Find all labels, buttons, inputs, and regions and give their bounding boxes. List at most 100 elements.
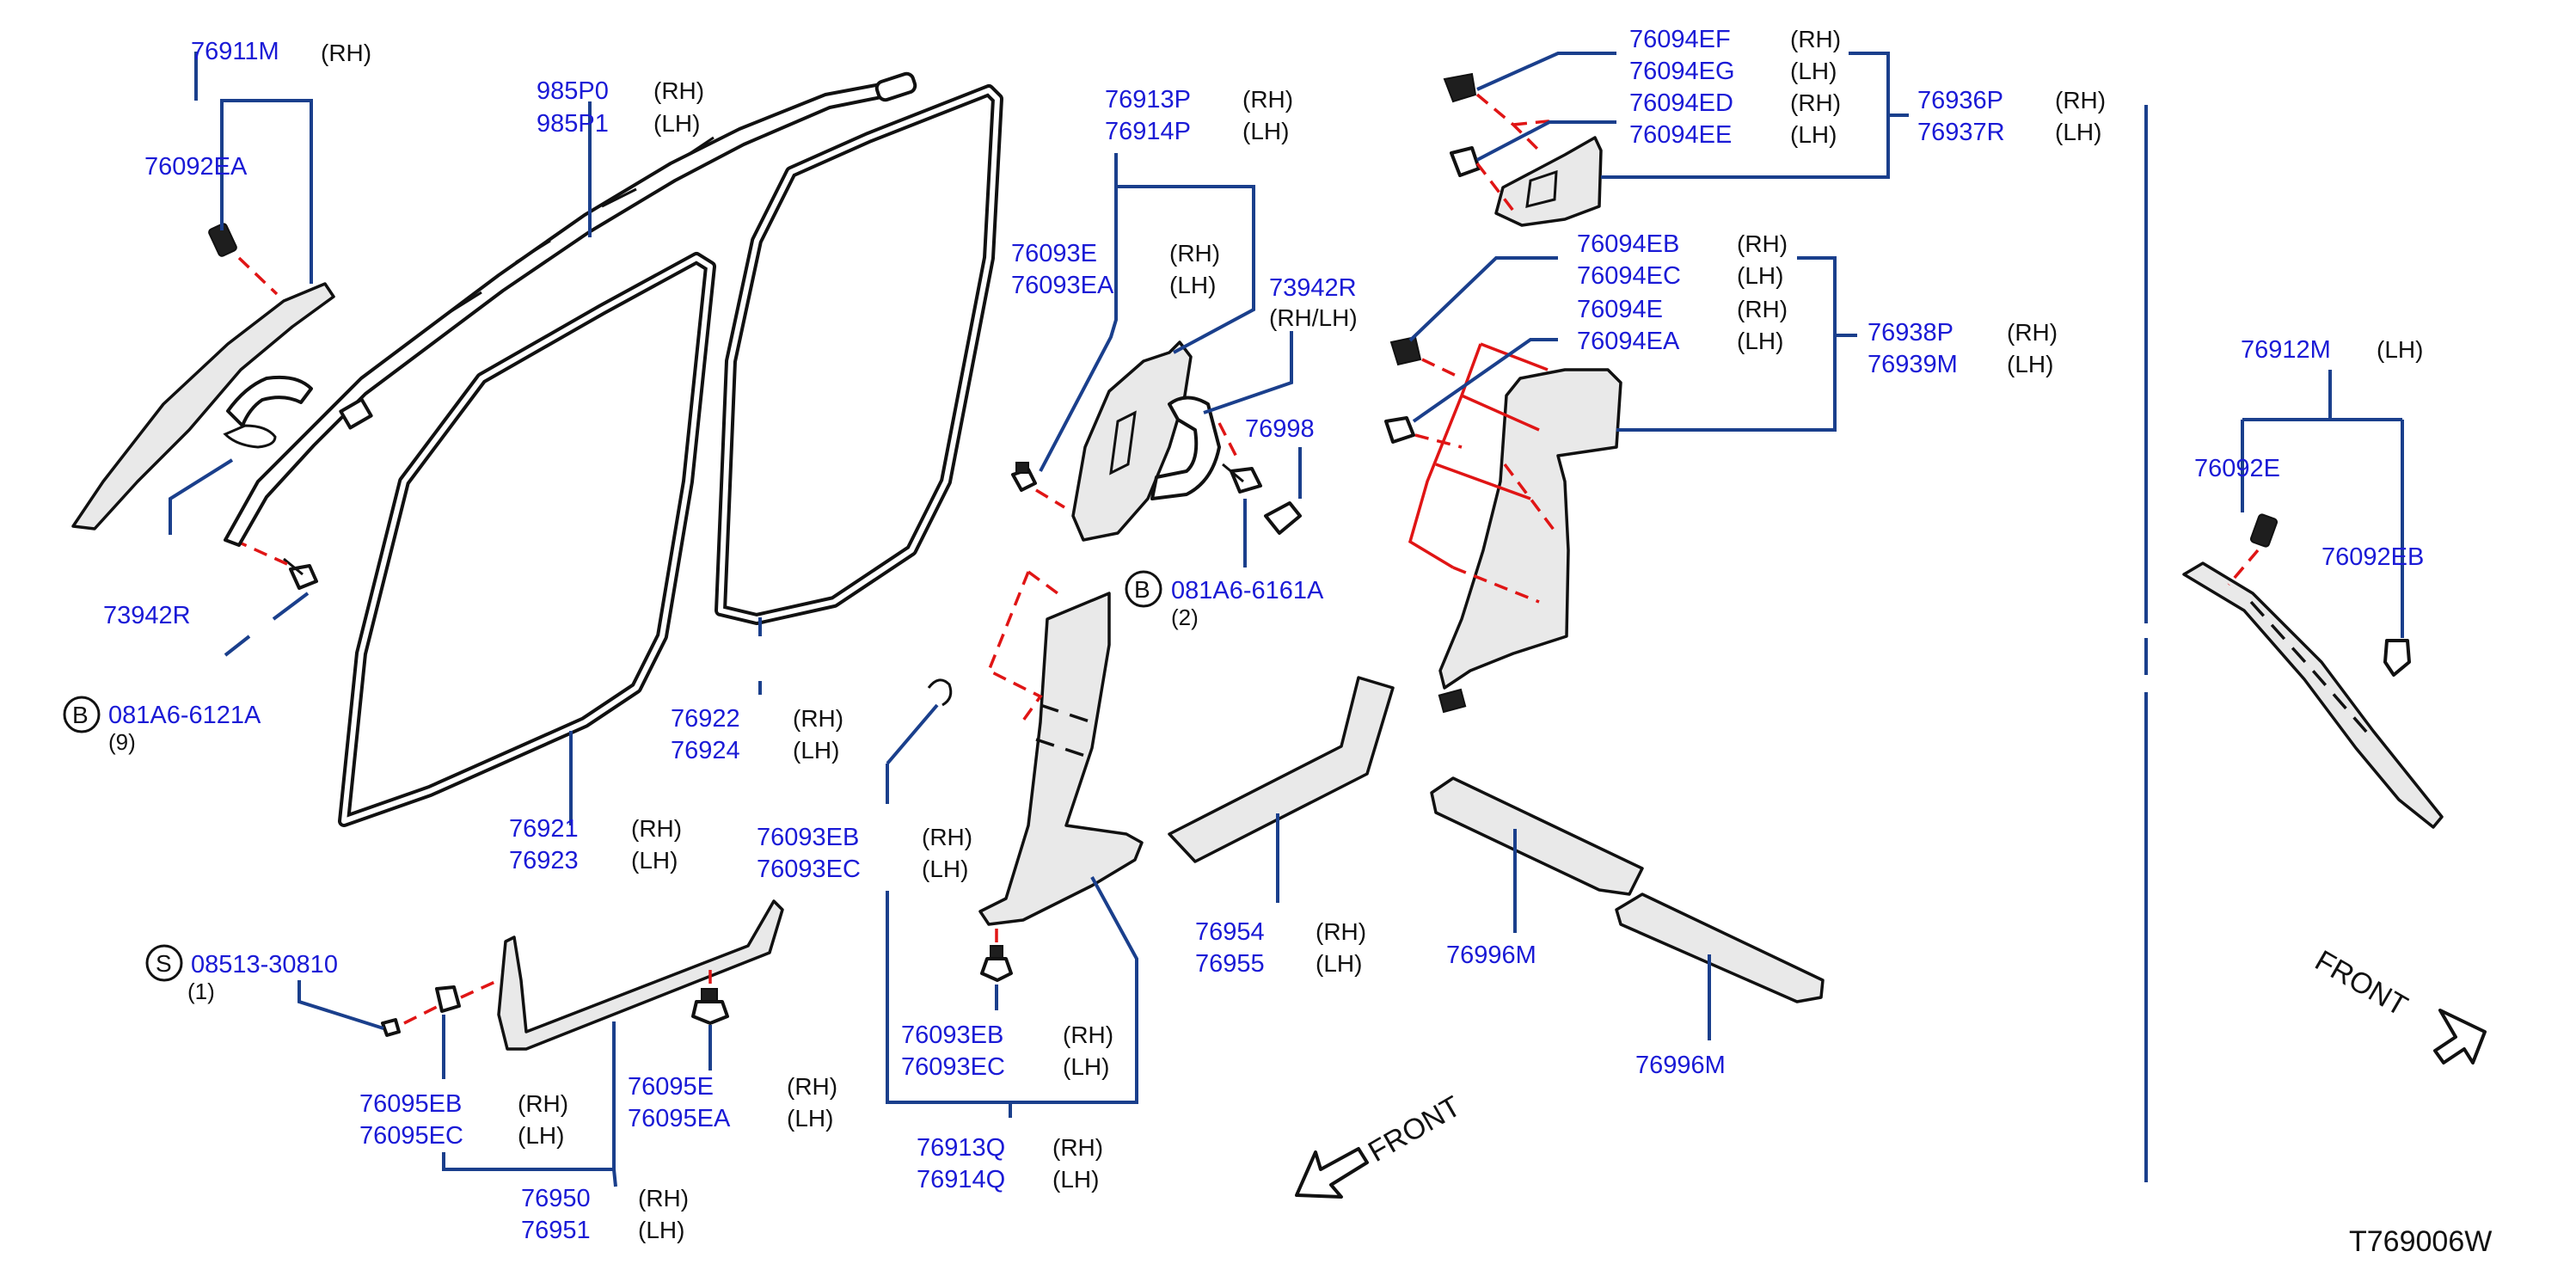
clip-76092eb-icon[interactable]	[2383, 639, 2411, 677]
label-76914q[interactable]: 76914Q	[917, 1166, 1005, 1193]
label-76996m-1[interactable]: 76996M	[1446, 942, 1536, 969]
leader-76094e	[1412, 338, 1558, 423]
scuff-plate-front[interactable]	[1430, 776, 1644, 896]
side-rh: (RH)	[2007, 319, 2058, 346]
c-pillar-lower-trim[interactable]	[1408, 342, 1622, 714]
label-76093eb-lower[interactable]: 76093EB	[901, 1021, 1003, 1049]
side-rh: (RH)	[1169, 240, 1220, 267]
label-76913p[interactable]: 76913P	[1105, 86, 1191, 113]
label-76094e[interactable]: 76094E	[1577, 296, 1663, 323]
label-985p0[interactable]: 985P0	[537, 77, 609, 105]
side-lh: (LH)	[787, 1105, 833, 1132]
qty-1: (1)	[187, 978, 215, 1004]
scuff-plate-rear[interactable]	[1615, 893, 1825, 1003]
clip-76093eb-lower-icon[interactable]	[980, 945, 1013, 982]
b-pillar-upper-trim[interactable]	[1071, 340, 1221, 542]
leader-76093eb-upper	[886, 703, 939, 804]
bolt-icon[interactable]	[283, 557, 318, 590]
label-76094ec[interactable]: 76094EC	[1577, 262, 1681, 290]
side-rh: (RH)	[518, 1090, 568, 1117]
label-76093ec-lower[interactable]: 76093EC	[901, 1053, 1005, 1081]
front-sill-kick-trim[interactable]	[497, 899, 784, 1051]
label-76095e[interactable]: 76095E	[628, 1073, 714, 1101]
label-76996m-2[interactable]: 76996M	[1635, 1052, 1726, 1079]
side-lh: (LH)	[1737, 328, 1783, 354]
side-rh: (RH)	[1790, 26, 1841, 52]
svg-text:S: S	[156, 950, 172, 977]
label-76094ee[interactable]: 76094EE	[1629, 121, 1732, 149]
leader-08513	[297, 980, 384, 1030]
side-rh: (RH)	[321, 40, 371, 66]
clip-76092ea-icon[interactable]	[208, 223, 237, 257]
a-pillar-upper-trim[interactable]	[71, 282, 335, 531]
label-76094eb[interactable]: 76094EB	[1577, 230, 1679, 258]
label-08513-30810[interactable]: 08513-30810	[191, 951, 338, 978]
label-76951[interactable]: 76951	[521, 1217, 591, 1244]
label-76937r[interactable]: 76937R	[1917, 119, 2005, 146]
label-76955[interactable]: 76955	[1195, 950, 1265, 978]
label-76954[interactable]: 76954	[1195, 918, 1265, 946]
c-pillar-upper-trim[interactable]	[1494, 136, 1603, 227]
label-76094ef[interactable]: 76094EF	[1629, 26, 1731, 53]
clip-76095eb-icon[interactable]	[435, 985, 461, 1013]
clip-76094ef-icon[interactable]	[1443, 72, 1477, 103]
label-76095eb[interactable]: 76095EB	[359, 1090, 462, 1118]
clip-76095e-icon[interactable]	[691, 988, 729, 1025]
clip-76092e-icon[interactable]	[2249, 513, 2279, 548]
leader-bolt-b	[272, 592, 310, 621]
label-76092eb[interactable]: 76092EB	[2321, 543, 2424, 571]
label-76936p[interactable]: 76936P	[1917, 87, 2003, 114]
bolt-icon[interactable]	[1222, 463, 1262, 494]
leader-76950	[442, 1021, 617, 1187]
b-pillar-lower-trim[interactable]	[978, 570, 1144, 926]
label-76914p[interactable]: 76914P	[1105, 118, 1191, 145]
label-76093eb-upper[interactable]: 76093EB	[757, 824, 859, 851]
label-081a6-6161a[interactable]: 081A6-6161A	[1171, 577, 1324, 604]
label-76093e[interactable]: 76093E	[1011, 240, 1097, 267]
label-76095ec[interactable]: 76095EC	[359, 1122, 463, 1150]
clip-76093eb-upper-icon[interactable]	[927, 678, 953, 707]
clip-76094e-icon[interactable]	[1384, 416, 1415, 444]
label-76924[interactable]: 76924	[671, 737, 740, 764]
label-76912m[interactable]: 76912M	[2241, 336, 2331, 364]
label-76094ea[interactable]: 76094EA	[1577, 328, 1680, 355]
rear-door-weatherstrip[interactable]	[715, 84, 1003, 625]
side-rh: (RH)	[1052, 1134, 1103, 1161]
label-73942r-mid[interactable]: 73942R	[1269, 274, 1357, 302]
label-76998[interactable]: 76998	[1245, 415, 1315, 443]
label-73942r-left[interactable]: 73942R	[103, 602, 191, 629]
leader-76094eb	[1408, 256, 1558, 342]
label-76911m[interactable]: 76911M	[191, 38, 279, 65]
roof-airbag-module[interactable]	[224, 71, 917, 547]
leader-76094ed	[1476, 120, 1616, 162]
front-door-weatherstrip[interactable]	[338, 252, 716, 827]
clip-76093e-icon[interactable]	[1011, 462, 1037, 492]
rear-sill-trim[interactable]	[1168, 676, 1395, 863]
label-76922[interactable]: 76922	[671, 705, 740, 733]
label-985p1[interactable]: 985P1	[537, 110, 609, 138]
cap-76998-icon[interactable]	[1264, 501, 1302, 535]
label-76093ea[interactable]: 76093EA	[1011, 272, 1114, 299]
clip-76094eb-icon[interactable]	[1389, 335, 1422, 366]
screw-08513-icon[interactable]	[381, 1018, 401, 1037]
side-lh: (LH)	[1063, 1053, 1109, 1080]
side-rh: (RH)	[922, 824, 972, 850]
label-76093ec-upper[interactable]: 76093EC	[757, 856, 861, 883]
label-76939m[interactable]: 76939M	[1868, 351, 1958, 378]
label-76095ea[interactable]: 76095EA	[628, 1105, 731, 1132]
label-76921[interactable]: 76921	[509, 815, 579, 843]
label-76092ea[interactable]: 76092EA	[144, 153, 248, 181]
label-081a6-6121a[interactable]: 081A6-6121A	[108, 702, 261, 729]
label-76094eg[interactable]: 76094EG	[1629, 58, 1735, 85]
label-76950[interactable]: 76950	[521, 1185, 591, 1212]
label-76092e[interactable]: 76092E	[2194, 455, 2280, 482]
label-76923[interactable]: 76923	[509, 847, 579, 874]
label-76094ed[interactable]: 76094ED	[1629, 89, 1733, 117]
a-pillar-upper-trim-lh[interactable]	[2182, 561, 2444, 829]
clip-76094ed-icon[interactable]	[1450, 146, 1481, 177]
svg-text:FRONT: FRONT	[1363, 1089, 1466, 1168]
leader-76912m	[2241, 370, 2404, 638]
assembly-line	[2227, 549, 2260, 586]
label-76913q[interactable]: 76913Q	[917, 1134, 1005, 1162]
label-76938p[interactable]: 76938P	[1868, 319, 1953, 347]
